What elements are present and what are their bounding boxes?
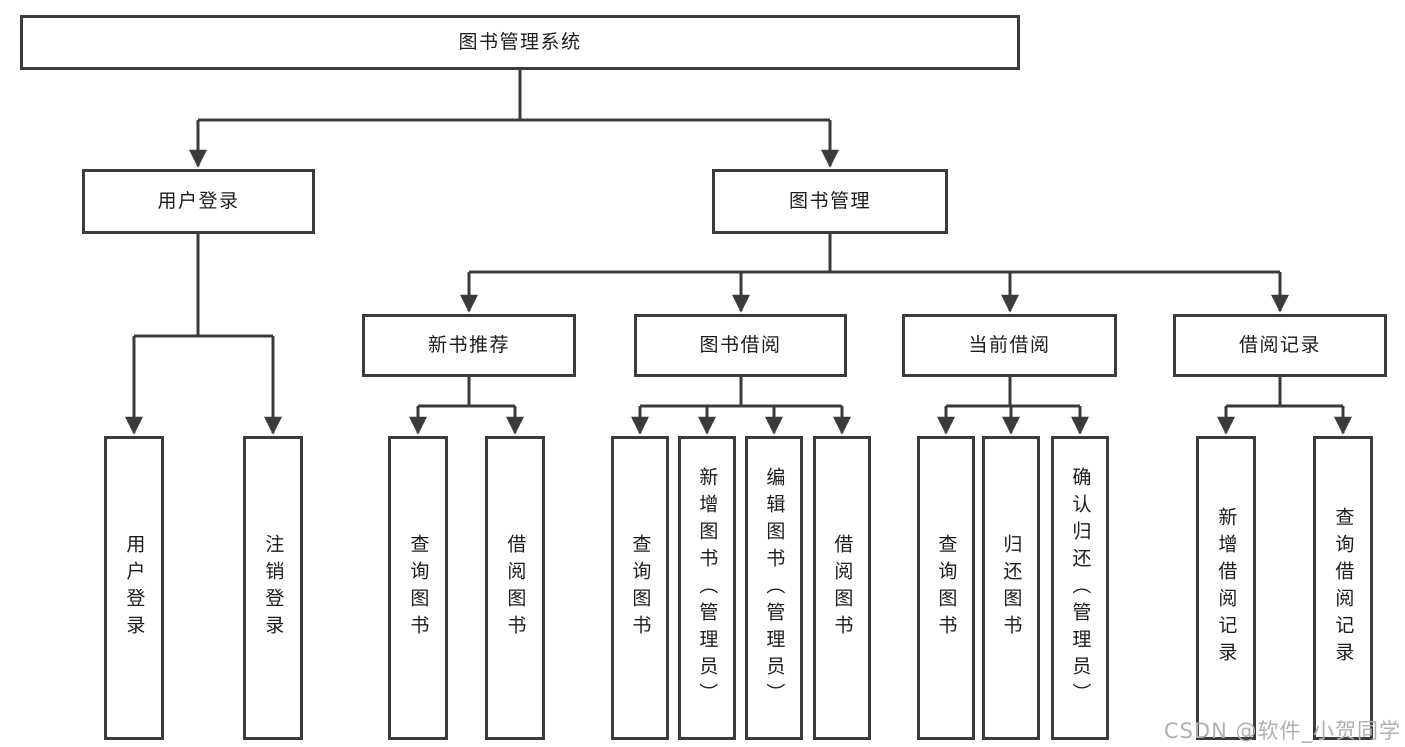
node-label: 当前借阅 <box>968 334 1051 357</box>
leaf-query-books-recommend: 查询图书 <box>388 436 448 740</box>
leaf-borrow-books-recommend: 借阅图书 <box>485 436 545 740</box>
connector-borrow-record-children <box>1217 377 1352 435</box>
node-label: 查询图书 <box>629 534 652 642</box>
node-current-borrow: 当前借阅 <box>902 314 1117 377</box>
node-system-root: 图书管理系统 <box>20 15 1020 70</box>
node-label: 归还图书 <box>1000 534 1023 642</box>
node-label: 确认归还（管理员） <box>1069 466 1092 710</box>
leaf-add-borrow-record: 新增借阅记录 <box>1196 436 1256 740</box>
connector-current-borrow-children <box>937 377 1089 435</box>
leaf-borrow-books: 借阅图书 <box>813 436 871 740</box>
connector-user-login-children <box>125 234 282 435</box>
leaf-query-books-current: 查询图书 <box>917 436 975 740</box>
connector-new-book-children <box>409 377 524 435</box>
connector-book-borrow-children <box>631 377 851 435</box>
node-label: 图书管理 <box>788 190 871 213</box>
leaf-logout: 注销登录 <box>243 436 303 740</box>
node-label: 编辑图书（管理员） <box>763 466 786 710</box>
node-label: 借阅记录 <box>1238 334 1321 357</box>
node-borrow-record: 借阅记录 <box>1173 314 1387 377</box>
leaf-edit-books-admin: 编辑图书（管理员） <box>745 436 803 740</box>
leaf-query-books-borrow: 查询图书 <box>611 436 669 740</box>
node-label: 查询图书 <box>935 534 958 642</box>
node-new-book-recommend: 新书推荐 <box>362 314 576 377</box>
leaf-confirm-return-admin: 确认归还（管理员） <box>1051 436 1109 740</box>
node-label: 新增借阅记录 <box>1215 507 1238 669</box>
node-label: 查询借阅记录 <box>1332 507 1355 669</box>
node-label: 借阅图书 <box>504 534 527 642</box>
node-label: 用户登录 <box>123 534 146 642</box>
leaf-user-login: 用户登录 <box>104 436 164 740</box>
node-label: 新书推荐 <box>427 334 510 357</box>
connector-book-management-children <box>460 234 1289 313</box>
node-label: 借阅图书 <box>831 534 854 642</box>
node-book-management: 图书管理 <box>712 169 948 234</box>
node-label: 用户登录 <box>157 190 240 213</box>
node-label: 图书借阅 <box>699 334 782 357</box>
node-label: 查询图书 <box>407 534 430 642</box>
node-user-login: 用户登录 <box>82 169 315 234</box>
leaf-return-books: 归还图书 <box>982 436 1040 740</box>
leaf-query-borrow-record: 查询借阅记录 <box>1313 436 1373 740</box>
node-label: 图书管理系统 <box>458 31 582 54</box>
node-label: 注销登录 <box>262 534 285 642</box>
node-book-borrow: 图书借阅 <box>634 314 847 377</box>
leaf-add-books-admin: 新增图书（管理员） <box>678 436 736 740</box>
connector-root-to-level2 <box>189 70 839 168</box>
csdn-watermark: CSDN @软件_小贺同学 <box>1163 719 1401 743</box>
node-label: 新增图书（管理员） <box>696 466 719 710</box>
